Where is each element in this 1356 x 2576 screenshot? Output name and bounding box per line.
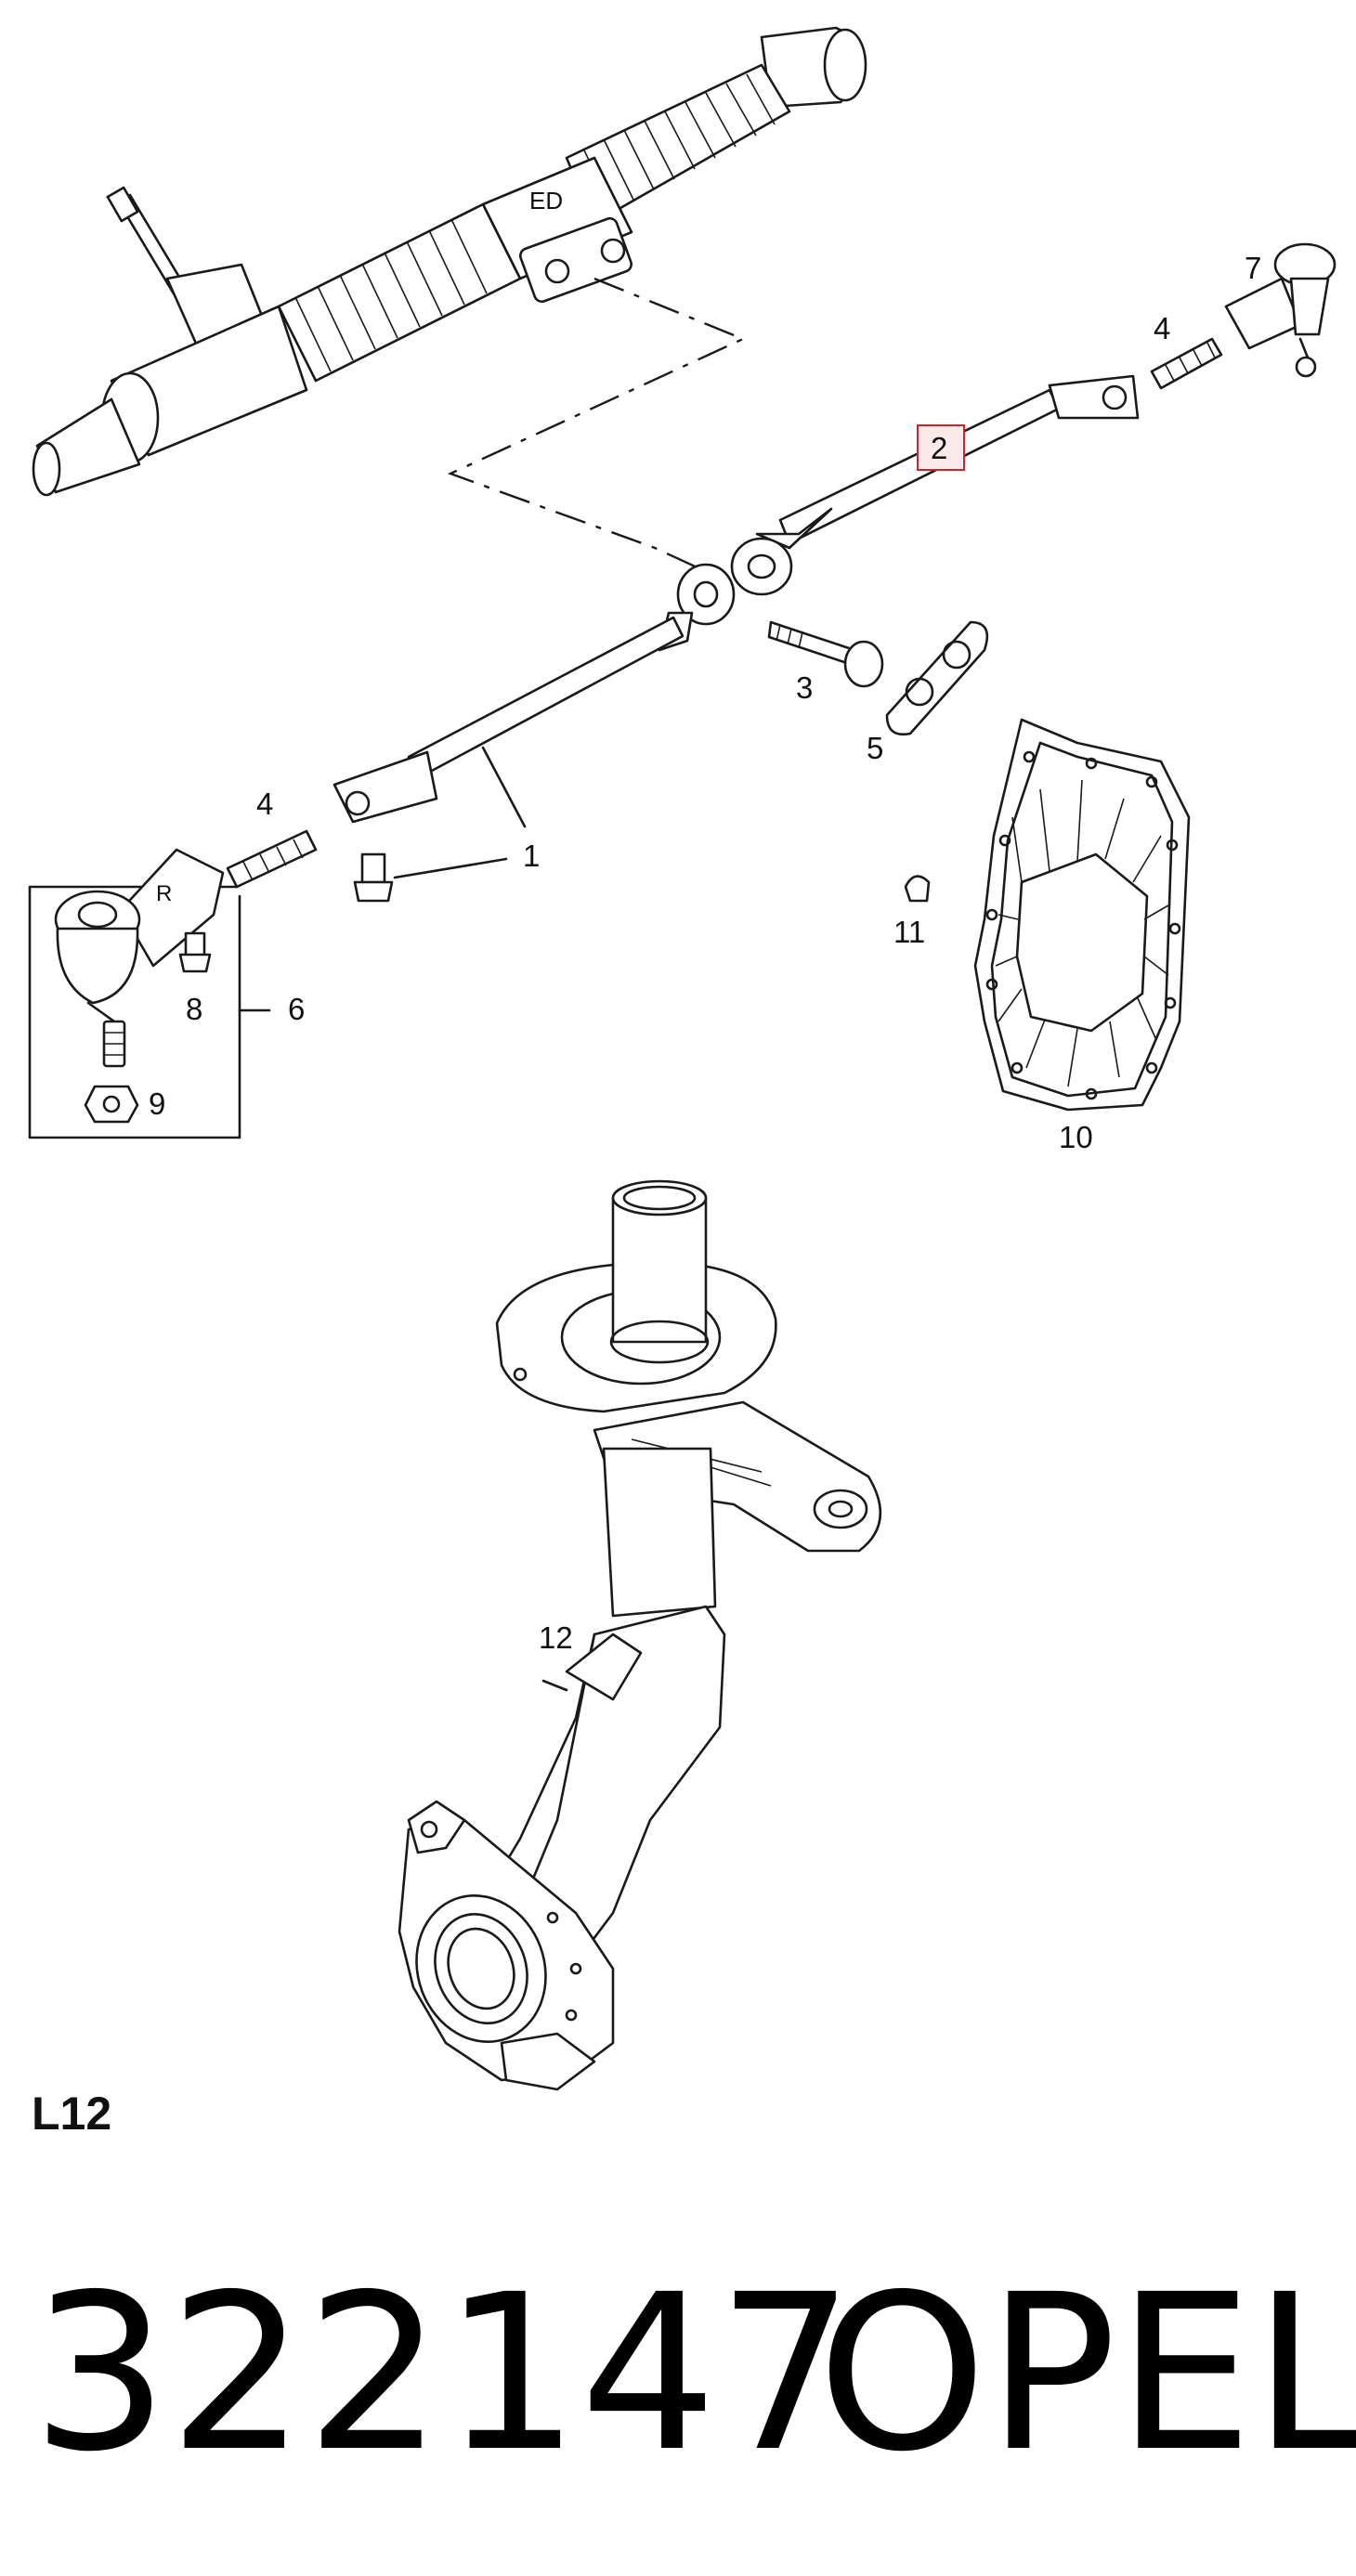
housing-mark-text: ED [529,187,563,215]
svg-text:R: R [156,881,172,906]
tie-rod-end-right [1224,242,1336,378]
callout-labels: 1 2 3 4 4 5 6 7 8 9 10 11 12 L12 [32,251,1261,2140]
clamp-bolt-small [178,931,212,973]
clamp-bolt-rod [353,852,508,903]
callout-label-8: 8 [186,992,202,1026]
rivet [904,875,931,903]
strut-knuckle [398,1179,882,2091]
adjuster-sleeve-left [226,829,318,889]
brand-name: OPEL [817,2248,1356,2499]
callout-label-9: 9 [149,1086,165,1121]
section-label: L12 [32,2088,111,2140]
callout-highlight-box [917,424,965,471]
lock-plate [885,620,989,736]
tie-rod-left [332,563,736,828]
bolt [767,620,884,688]
callout-label-3: 3 [796,670,813,705]
callout-label-1: 1 [523,839,540,873]
tie-rod-right [730,374,1140,596]
callout-label-7: 7 [1245,251,1261,285]
callout-label-4-left: 4 [256,787,273,821]
callout-label-6: 6 [288,992,305,1026]
phantom-linkage-lines [447,277,747,578]
callout-label-2: 2 [931,431,947,465]
callout-label-12: 12 [539,1620,573,1655]
part-number: 322147 [32,2248,854,2499]
callout-label-10: 10 [1059,1120,1093,1154]
callout-label-4-right: 4 [1154,311,1170,345]
steering-rack: ED [32,26,867,497]
callout-label-11: 11 [893,915,925,949]
splash-shield [973,718,1191,1112]
tie-rod-end-group-box [28,885,271,1139]
tie-rod-end-left: R [54,848,225,1124]
adjuster-sleeve-right [1150,337,1223,390]
callout-label-5: 5 [867,731,883,765]
